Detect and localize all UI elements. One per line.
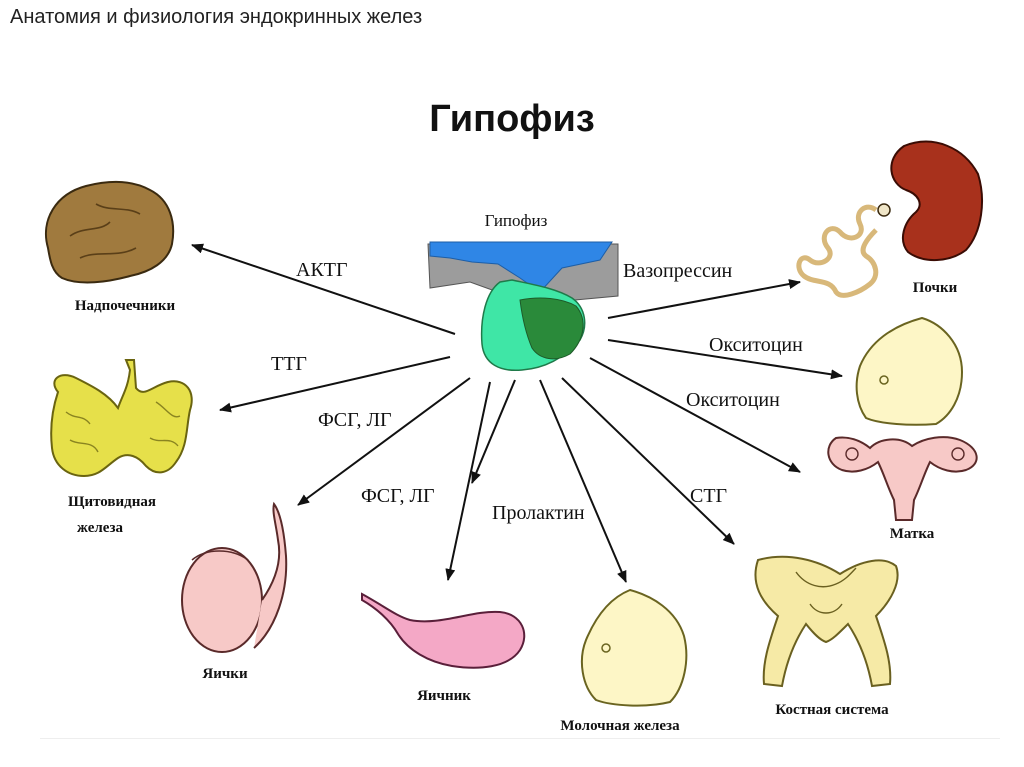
label-oxytocin-1: Окситоцин <box>709 334 803 356</box>
arrow-fsg-lg-testes <box>297 377 471 506</box>
testis-illustration: Яички <box>181 501 288 682</box>
pituitary-blue-region <box>429 241 613 293</box>
slide-title: Гипофиз <box>429 98 595 140</box>
label-ttg: ТТГ <box>271 353 307 375</box>
thyroid-gland-illustration: Щитовидная железа <box>50 359 193 536</box>
kidney-illustration: Почки <box>796 140 983 298</box>
skeletal-system-illustration: Костная система <box>754 555 899 718</box>
pituitary-label: Гипофиз <box>485 211 548 230</box>
arrow-vasopressin <box>607 279 801 319</box>
label-adrenals: Надпочечники <box>75 298 176 314</box>
label-vasopressin: Вазопрессин <box>623 260 733 282</box>
slide-header: Анатомия и физиология эндокринных желез <box>10 6 423 28</box>
arrow-mammary <box>539 379 627 583</box>
pituitary-illustration: Гипофиз <box>427 211 619 372</box>
label-fsg-lg-2: ФСГ, ЛГ <box>361 485 435 507</box>
bottom-rule <box>40 738 1000 739</box>
label-actg: АКТГ <box>296 259 348 281</box>
label-fsg-lg-1: ФСГ, ЛГ <box>318 409 392 431</box>
label-testes: Яички <box>202 666 248 682</box>
arrow-prolactin <box>471 379 516 484</box>
label-thyroid-line2: железа <box>77 520 123 536</box>
uterus-illustration: Матка <box>827 436 978 542</box>
label-oxytocin-2: Окситоцин <box>686 389 780 411</box>
mammary-gland-illustration: Молочная железа <box>560 588 688 734</box>
label-mammary: Молочная железа <box>560 718 680 734</box>
pituitary-posterior-lobe <box>519 297 584 360</box>
breast-illustration <box>855 316 964 426</box>
ovary-illustration: Яичник <box>361 592 526 704</box>
label-ovary: Яичник <box>417 688 471 704</box>
arrow-oxytocin-uterus <box>589 357 801 473</box>
label-kidneys: Почки <box>913 280 958 296</box>
arrow-actg <box>191 243 456 335</box>
label-bones: Костная система <box>775 702 889 718</box>
label-stg: СТГ <box>690 485 727 507</box>
arrow-oxytocin-breast <box>607 339 843 380</box>
arrow-stg <box>561 377 735 545</box>
arrow-fsg-lg-ovary <box>445 381 491 581</box>
arrow-ttg <box>219 356 451 413</box>
label-thyroid-line1: Щитовидная <box>68 494 156 510</box>
label-prolactin: Пролактин <box>492 502 585 524</box>
adrenal-gland-illustration: Надпочечники <box>45 180 176 314</box>
label-uterus: Матка <box>890 526 935 542</box>
arrows <box>191 243 843 583</box>
